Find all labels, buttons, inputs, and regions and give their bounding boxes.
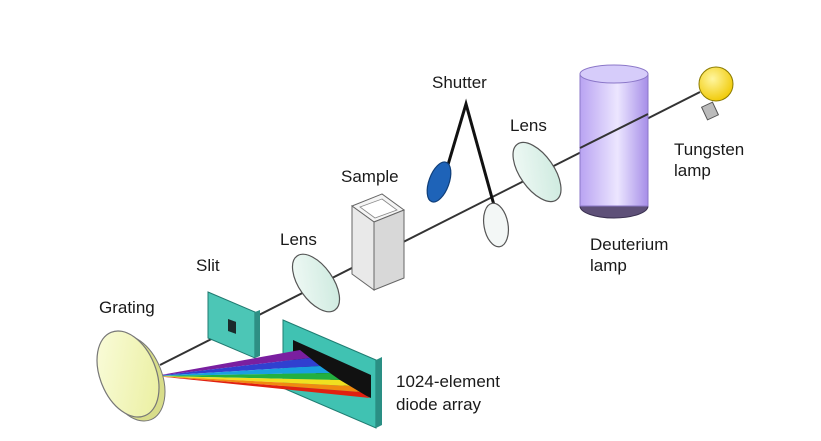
slit	[207, 291, 260, 359]
sample-cuvette	[350, 193, 406, 291]
grating	[96, 330, 166, 422]
lens-right	[512, 141, 562, 203]
label-lens-left: Lens	[280, 230, 317, 249]
label-deuterium-lamp-line1: Deuterium	[590, 235, 668, 254]
dispersed-spectrum	[155, 350, 370, 398]
label-tungsten-lamp-line2: lamp	[674, 161, 711, 180]
deuterium-lamp	[579, 64, 649, 219]
label-lens-right: Lens	[510, 116, 547, 135]
lens-left	[291, 253, 341, 313]
label-tungsten-lamp-line1: Tungsten	[674, 140, 744, 159]
label-diode-array-line1: 1024-element	[396, 372, 500, 391]
tungsten-lamp	[698, 66, 734, 121]
label-diode-array-line2: diode array	[396, 395, 482, 414]
label-grating: Grating	[99, 298, 155, 317]
label-deuterium-lamp-line2: lamp	[590, 256, 627, 275]
shutter-clear-disc	[482, 202, 510, 248]
label-slit: Slit	[196, 256, 220, 275]
shutter-blue-disc	[426, 161, 452, 203]
label-sample: Sample	[341, 167, 399, 186]
label-shutter: Shutter	[432, 73, 487, 92]
shutter	[426, 98, 510, 248]
